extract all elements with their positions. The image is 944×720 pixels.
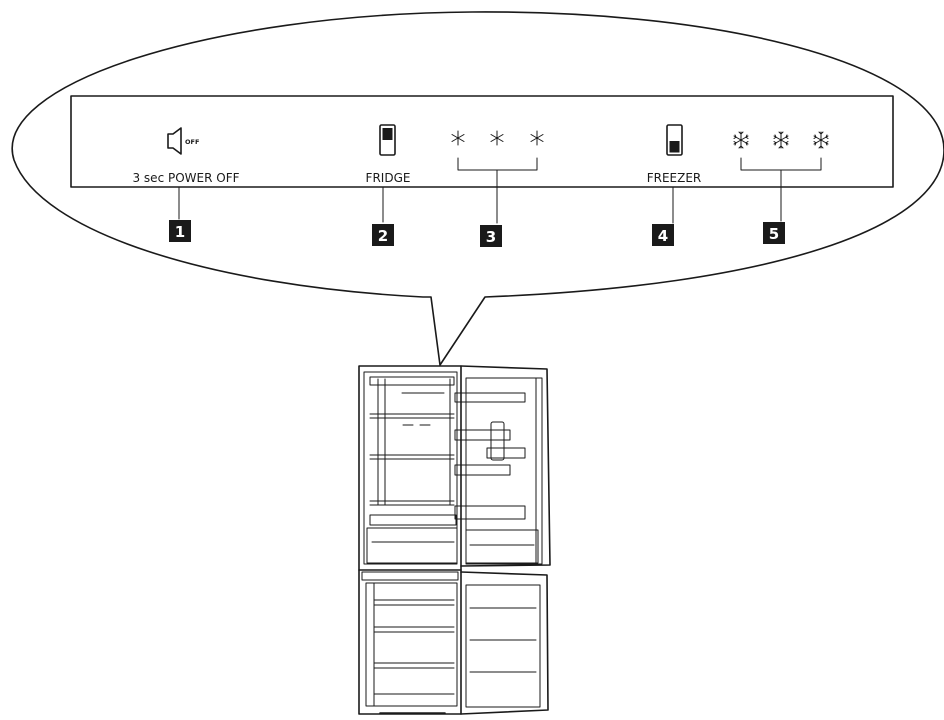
- svg-text:3: 3: [486, 228, 496, 246]
- svg-text:4: 4: [658, 227, 668, 245]
- svg-text:1: 1: [175, 223, 185, 241]
- svg-text:2: 2: [378, 227, 388, 245]
- control-panel: [70, 95, 894, 188]
- freezer-compartment-icon[interactable]: [666, 124, 683, 156]
- refrigerator-illustration: [358, 365, 551, 715]
- fridge-compartment-icon[interactable]: [379, 124, 396, 156]
- single-snowflake-icon: [530, 130, 544, 146]
- fridge-temperature-indicators: [451, 130, 544, 171]
- double-snowflake-icon: [813, 131, 829, 149]
- double-snowflake-icon: [733, 131, 749, 149]
- freezer-temperature-indicators: [733, 131, 829, 171]
- svg-text:5: 5: [769, 225, 779, 243]
- freezer-label: FREEZER: [647, 171, 702, 185]
- callout-3: 3: [480, 225, 502, 247]
- callout-5: 5: [763, 222, 785, 244]
- power-off-label: 3 sec POWER OFF: [132, 171, 239, 185]
- single-snowflake-icon: [451, 130, 465, 146]
- off-icon-text: OFF: [185, 138, 199, 146]
- callout-bubble: [11, 11, 944, 366]
- fridge-label: FRIDGE: [366, 171, 411, 185]
- double-snowflake-icon: [773, 131, 789, 149]
- callout-4: 4: [652, 224, 674, 246]
- speaker-off-icon[interactable]: OFF: [167, 127, 199, 155]
- callout-2: 2: [372, 224, 394, 246]
- callout-1: 1: [169, 220, 191, 242]
- single-snowflake-icon: [490, 130, 504, 146]
